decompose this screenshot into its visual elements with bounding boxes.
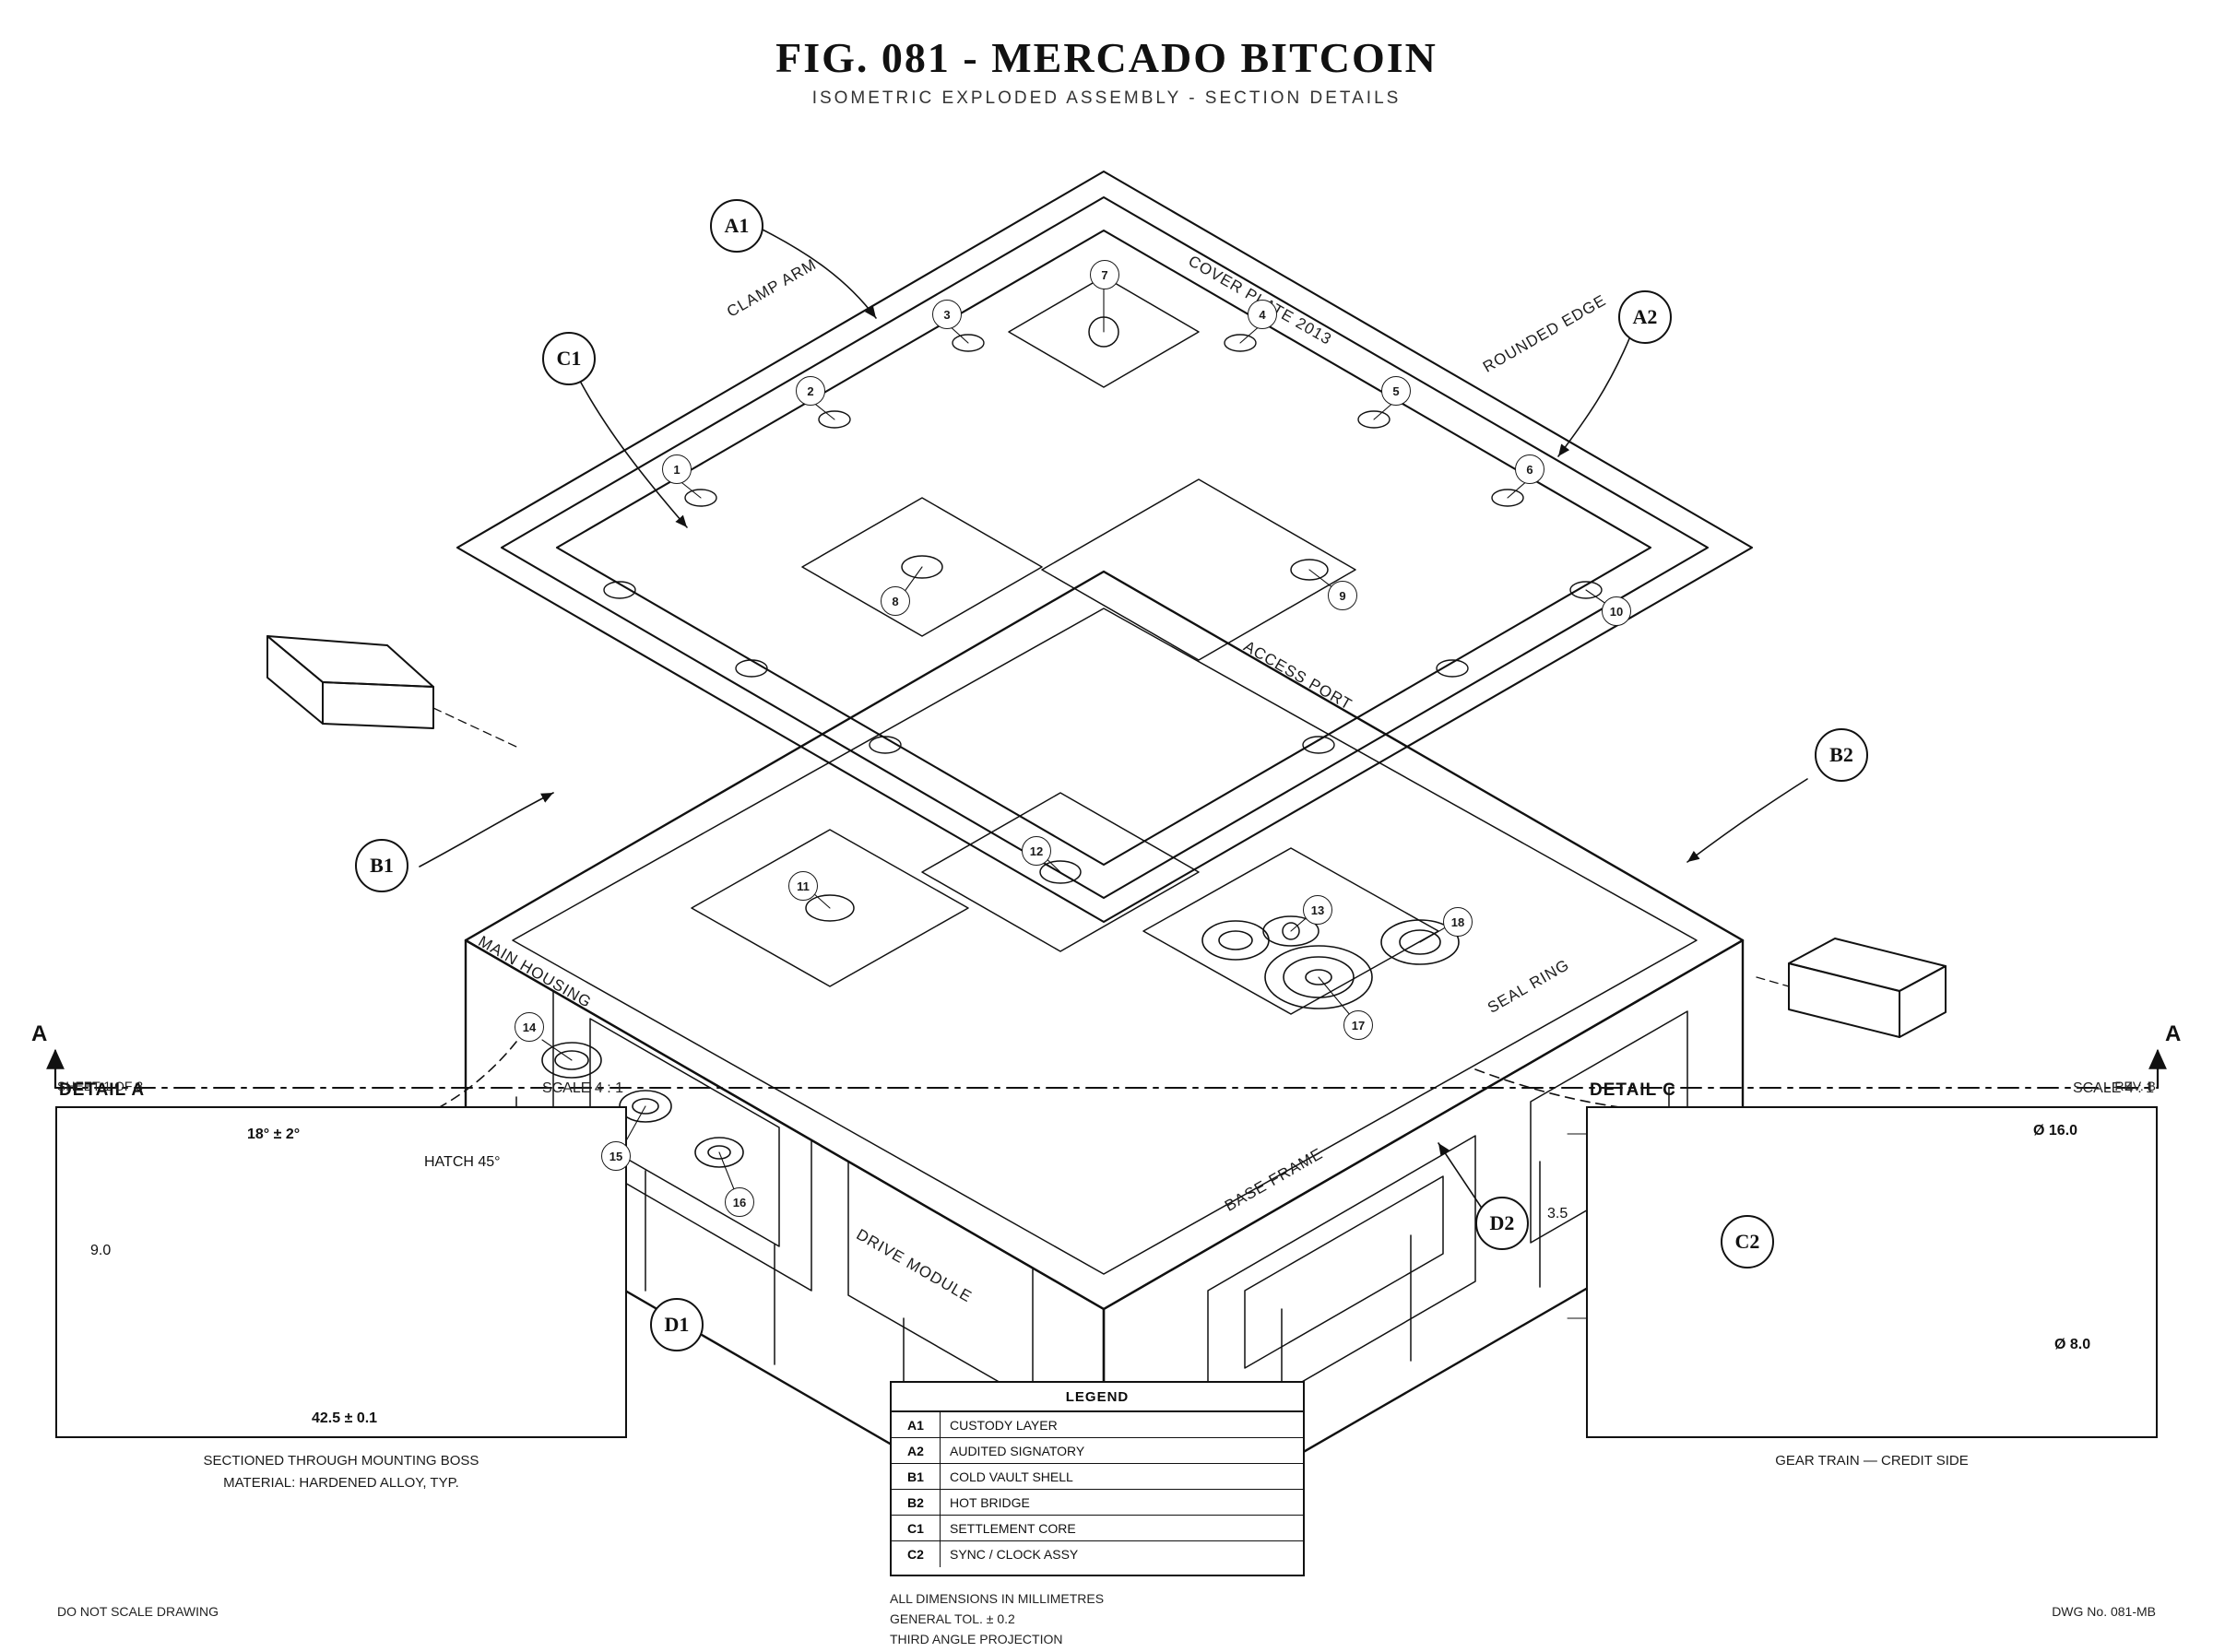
balloon-6-label: 6 [1526, 462, 1533, 477]
balloon-17-label: 17 [1351, 1018, 1366, 1032]
callout-a1-label: A1 [724, 214, 750, 237]
detail-c-caption-1: GEAR TRAIN — CREDIT SIDE [1775, 1453, 1969, 1469]
balloon-18-label: 18 [1450, 914, 1465, 929]
callout-c2-label: C2 [1734, 1230, 1760, 1253]
legend-header: LEGEND [892, 1383, 1303, 1412]
stamp-tolerance: GENERAL TOL. ± 0.2 [890, 1611, 1015, 1626]
legend-row[interactable]: A1 CUSTODY LAYER [892, 1412, 1303, 1438]
legend-value-a2: AUDITED SIGNATORY [950, 1443, 1085, 1458]
callout-b1-label: B1 [370, 854, 394, 877]
balloon-3-label: 3 [943, 307, 951, 322]
detail-a-hatch-note: HATCH 45° [424, 1154, 501, 1170]
detail-c-title: DETAIL C [1590, 1080, 1676, 1100]
legend-value-c2: SYNC / CLOCK ASSY [950, 1547, 1079, 1562]
callout-d1-label: D1 [664, 1313, 690, 1336]
page-title: FIG. 081 - MERCADO BITCOIN [775, 34, 1438, 81]
balloon-14[interactable]: 14 [515, 1012, 544, 1042]
detail-a-side-dimension: 9.0 [90, 1243, 112, 1258]
callout-d2-label: D2 [1489, 1211, 1515, 1234]
callout-a2[interactable]: A2 [1618, 290, 1672, 344]
balloon-17[interactable]: 17 [1343, 1010, 1373, 1040]
balloon-1-label: 1 [673, 462, 680, 477]
legend-row[interactable]: B1 COLD VAULT SHELL [892, 1464, 1303, 1490]
balloon-2-label: 2 [807, 384, 814, 398]
balloon-15[interactable]: 15 [601, 1141, 631, 1171]
balloon-1[interactable]: 1 [662, 454, 692, 484]
legend-value-c1: SETTLEMENT CORE [950, 1520, 1076, 1536]
callout-c2[interactable]: C2 [1721, 1215, 1774, 1268]
page-subtitle: ISOMETRIC EXPLODED ASSEMBLY - SECTION DE… [811, 88, 1402, 108]
legend-value-b1: COLD VAULT SHELL [950, 1469, 1073, 1484]
legend-key-b1: B1 [892, 1464, 941, 1489]
legend-key-c2: C2 [892, 1541, 941, 1567]
balloon-5-label: 5 [1392, 384, 1400, 398]
legend-value-a1: CUSTODY LAYER [950, 1417, 1058, 1433]
balloon-5[interactable]: 5 [1381, 376, 1411, 406]
balloon-2[interactable]: 2 [796, 376, 825, 406]
stamp-bottom-left: DO NOT SCALE DRAWING [57, 1604, 219, 1619]
balloon-7-label: 7 [1101, 267, 1108, 282]
stamp-bottom-right: DWG No. 081-MB [2052, 1604, 2156, 1619]
section-marker-a-right: A [2165, 1021, 2182, 1046]
callout-a2-label: A2 [1632, 305, 1658, 328]
callout-c1[interactable]: C1 [542, 332, 596, 385]
callout-b2-label: B2 [1829, 743, 1853, 766]
callout-b2[interactable]: B2 [1815, 728, 1868, 782]
detail-a-angle-dimension: 18° ± 2° [247, 1127, 301, 1142]
balloon-13[interactable]: 13 [1303, 895, 1332, 925]
detail-c-dimension-2: Ø 8.0 [2054, 1337, 2091, 1352]
balloon-10[interactable]: 10 [1602, 596, 1631, 626]
legend-key-a1: A1 [892, 1412, 941, 1437]
balloon-15-label: 15 [609, 1149, 623, 1163]
legend-key-b2: B2 [892, 1490, 941, 1515]
detail-a-caption-2: MATERIAL: HARDENED ALLOY, TYP. [223, 1475, 459, 1491]
legend-row[interactable]: A2 AUDITED SIGNATORY [892, 1438, 1303, 1464]
detail-panel-c: DETAIL C SCALE 4 : 1 [1586, 1080, 2158, 1438]
balloon-16[interactable]: 16 [725, 1187, 754, 1217]
detail-a-bottom-dimension: 42.5 ± 0.1 [312, 1410, 378, 1426]
balloon-11[interactable]: 11 [788, 871, 818, 901]
callout-d1[interactable]: D1 [650, 1298, 704, 1351]
callout-c1-label: C1 [556, 347, 582, 370]
detail-c-scale: SCALE 4 : 1 [2072, 1080, 2154, 1096]
detail-c-dimension-1: Ø 16.0 [2033, 1123, 2078, 1139]
stamp-top-right: REV. B [2114, 1079, 2156, 1093]
balloon-4-label: 4 [1259, 307, 1266, 322]
legend-table: LEGEND A1 CUSTODY LAYER A2 AUDITED SIGNA… [890, 1381, 1305, 1576]
balloon-9-label: 9 [1339, 588, 1346, 603]
balloon-13-label: 13 [1310, 903, 1325, 917]
callout-d2[interactable]: D2 [1475, 1197, 1529, 1250]
callout-b1[interactable]: B1 [355, 839, 408, 892]
balloon-3[interactable]: 3 [932, 300, 962, 329]
balloon-8-label: 8 [892, 594, 899, 608]
legend-row[interactable]: C2 SYNC / CLOCK ASSY [892, 1541, 1303, 1567]
detail-panel-a: DETAIL A SCALE 4 : 1 [55, 1080, 627, 1438]
detail-a-scale: SCALE 4 : 1 [541, 1080, 623, 1096]
balloon-16-label: 16 [732, 1195, 747, 1210]
detail-a-caption-1: SECTIONED THROUGH MOUNTING BOSS [203, 1453, 479, 1469]
balloon-12[interactable]: 12 [1022, 836, 1051, 866]
balloon-14-label: 14 [522, 1020, 537, 1034]
legend-row[interactable]: B2 HOT BRIDGE [892, 1490, 1303, 1516]
detail-a-title: DETAIL A [59, 1080, 146, 1100]
balloon-6[interactable]: 6 [1515, 454, 1544, 484]
callout-a1[interactable]: A1 [710, 199, 763, 253]
balloon-4[interactable]: 4 [1248, 300, 1277, 329]
balloon-8[interactable]: 8 [881, 586, 910, 616]
balloon-7[interactable]: 7 [1090, 260, 1119, 289]
stamp-top-left: SHEET 1 OF 3 [57, 1079, 144, 1093]
balloon-9[interactable]: 9 [1328, 581, 1357, 610]
balloon-18[interactable]: 18 [1443, 907, 1473, 937]
stamp-units: ALL DIMENSIONS IN MILLIMETRES [890, 1591, 1105, 1606]
balloon-12-label: 12 [1029, 844, 1044, 858]
balloon-10-label: 10 [1609, 604, 1624, 619]
legend-value-b2: HOT BRIDGE [950, 1494, 1030, 1510]
section-marker-a-left: A [31, 1021, 48, 1046]
balloon-11-label: 11 [797, 879, 810, 893]
stamp-projection: THIRD ANGLE PROJECTION [890, 1632, 1063, 1646]
legend-key-a2: A2 [892, 1438, 941, 1463]
legend-row[interactable]: C1 SETTLEMENT CORE [892, 1516, 1303, 1541]
legend-key-c1: C1 [892, 1516, 941, 1540]
detail-c-dimension-3: 3.5 [1547, 1206, 1568, 1221]
